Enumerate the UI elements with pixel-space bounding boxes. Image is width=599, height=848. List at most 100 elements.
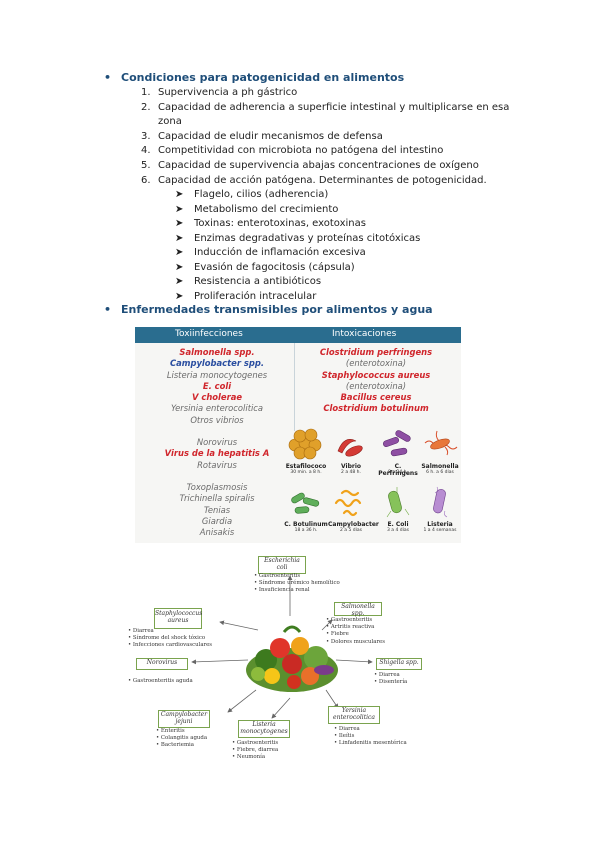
c-botulinum-illustration — [291, 492, 320, 514]
organism-name: Trichinella spiralis — [179, 493, 255, 504]
list-item: Síndrome del shock tóxico — [128, 635, 212, 642]
list-item: Fiebre — [326, 631, 385, 638]
list-number: 6. — [141, 174, 151, 186]
list-text: Capacidad de acción patógena. Determinan… — [158, 174, 487, 186]
arrow-icon: ➤ — [175, 276, 184, 287]
organism-name: Listeria monocytogenes — [166, 369, 268, 380]
foodborne-infographic: Toxiinfecciones Intoxicaciones Salmonell… — [135, 327, 461, 543]
arrow-icon: ➤ — [175, 232, 184, 244]
list-text: Supervivencia a ph gástrico — [158, 87, 298, 98]
germ-label: Campylobacter — [328, 521, 379, 528]
sub-text: Resistencia a antibióticos — [194, 276, 322, 287]
box-ecoli: Escherichia coli — [258, 556, 306, 574]
organism-name: (enterotoxina) — [345, 380, 407, 391]
list-yersinia: Diarrea Ileítis Linfadenitis mesentérica — [334, 726, 407, 748]
organism-name: Clostridium botulinum — [323, 403, 429, 414]
germ-time: 2 a 48 h. — [341, 470, 361, 475]
sub-item: ➤ Enzimas degradativas y proteínas citotó… — [175, 232, 420, 247]
box-shigella: Shigella spp. — [376, 658, 422, 670]
bullet: • — [104, 71, 112, 84]
box-staph: Staphylococcus aureus — [154, 608, 202, 629]
sub-item: ➤Toxinas: enterotoxinas, exotoxinas — [175, 217, 420, 232]
campylobacter-illustration — [334, 489, 362, 517]
list-item: Diarrea — [374, 672, 407, 679]
box-salmonella: Salmonella spp. — [334, 602, 382, 617]
diagram-arrows — [191, 575, 373, 719]
list-item: Fiebre, diarrea — [232, 747, 278, 754]
germ-time: 8 a 24 h. — [388, 470, 408, 475]
arrow-icon: ➤ — [175, 290, 184, 302]
list-text: Capacidad de adherencia a superficie int… — [158, 101, 510, 128]
box-campylobacter: Campylobacter jejuni — [158, 710, 210, 728]
list-item: 6. Capacidad de acción patógena. Determin… — [141, 174, 511, 189]
list-item: Gastroenteritis aguda — [128, 678, 193, 685]
organism-name: Virus de la hepatitis A — [164, 448, 270, 459]
germ-time: 6 h. a 6 días — [426, 470, 454, 475]
sub-item: ➤Inducción de inflamación excesiva — [175, 246, 420, 261]
list-item: Dolores musculares — [326, 639, 385, 646]
list-text: Capacidad de eludir mecanismos de defens… — [158, 130, 383, 142]
list-item: 3.Capacidad de eludir mecanismos de defe… — [141, 130, 511, 145]
numbered-list: 1. Supervivencia a ph gástrico 2. Capacida… — [141, 86, 511, 188]
list-text: Competitividad con microbiota no patógen… — [158, 145, 444, 157]
organism-name: Giardia — [201, 515, 233, 526]
list-item: Disentería — [374, 679, 407, 686]
germ-label: Estafilococo — [285, 463, 327, 470]
header-toxiinfecciones: Toxiinfecciones — [175, 329, 243, 339]
list-item: Colangitis aguda — [156, 735, 207, 742]
germ-time: 18 a 36 h. — [294, 528, 318, 533]
list-item: Ileítis — [334, 733, 407, 740]
estafilococo-illustration — [288, 428, 322, 460]
organism-name: Clostridium perfringens — [319, 347, 433, 357]
list-item: Artritis reactiva — [326, 624, 385, 631]
germ-time: 2 a 5 días — [340, 528, 362, 533]
arrow-icon: ➤ — [175, 218, 184, 229]
e-coli-illustration — [386, 487, 410, 518]
list-item: Enteritis — [156, 728, 207, 735]
box-norovirus: Norovirus — [136, 658, 188, 670]
list-item: Infecciones cardiovasculares — [128, 642, 212, 649]
germ-label: Vibrio — [340, 463, 362, 470]
sub-item: ➤ Proliferación intracelular — [175, 290, 420, 305]
list-shigella: Diarrea Disentería — [374, 672, 407, 686]
list-staph: Diarrea Síndrome del shock tóxico Infecc… — [128, 628, 212, 650]
germ-time: 1 a 4 semanas — [423, 528, 457, 533]
germ-label: Salmonella — [421, 463, 459, 470]
list-campylobacter: Enteritis Colangitis aguda Bacteriemia — [156, 728, 207, 750]
column-divider — [294, 343, 295, 431]
list-item: Linfadenitis mesentérica — [334, 740, 407, 747]
sub-item: ➤ Resistencia a antibióticos — [175, 275, 420, 290]
organism-name: (enterotoxina) — [345, 358, 407, 369]
list-item: 2. Capacidad de adherencia a superficie i… — [141, 101, 511, 130]
sub-item: ➤Evasión de fagocitosis (cápsula) — [175, 261, 420, 276]
list-item: Diarrea — [128, 628, 212, 635]
list-number: 4. — [141, 145, 151, 157]
list-number: 2. — [141, 101, 151, 113]
organism-name: Yersinia enterocolitica — [170, 403, 264, 414]
organism-name: V cholerae — [191, 392, 243, 403]
list-number: 1. — [141, 87, 151, 98]
list-item: Neumonía — [232, 754, 278, 761]
germ-label: C. Perfringens — [378, 463, 418, 477]
sub-item: ➤Metabolismo del crecimiento — [175, 203, 420, 218]
sub-text: Inducción de inflamación excesiva — [194, 247, 366, 258]
list-item: Diarrea — [334, 726, 407, 733]
organism-name: Bacillus cereus — [340, 392, 412, 403]
sub-text: Enzimas degradativas y proteínas citotóx… — [194, 232, 421, 244]
list-listeria: Gastroenteritis Fiebre, diarrea Neumonía — [232, 740, 278, 762]
toxiinfecciones-column: Salmonella spp.Campylobacter spp.Listeri… — [147, 347, 287, 538]
germ-label: Listeria — [427, 521, 453, 528]
heading-text: Condiciones para patogenicidad en alimen… — [121, 71, 405, 84]
list-item: Bacteriemia — [156, 742, 207, 749]
organism-name: Toxoplasmosis — [186, 481, 248, 492]
germ-label: E. Coli — [387, 521, 409, 528]
list-item: 4. Competitividad con microbiota no patóg… — [141, 144, 511, 159]
sub-text: Proliferación intracelular — [194, 290, 317, 302]
sub-text: Evasión de fagocitosis (cápsula) — [194, 261, 355, 273]
header-intoxicaciones: Intoxicaciones — [332, 329, 397, 339]
c-perfringens-illustration — [383, 430, 411, 457]
box-yersinia: Yersinia enterocolitica — [328, 706, 380, 724]
list-item: Gastroenteritis — [254, 573, 340, 580]
box-listeria: Listeria monocytogenes — [238, 720, 290, 738]
